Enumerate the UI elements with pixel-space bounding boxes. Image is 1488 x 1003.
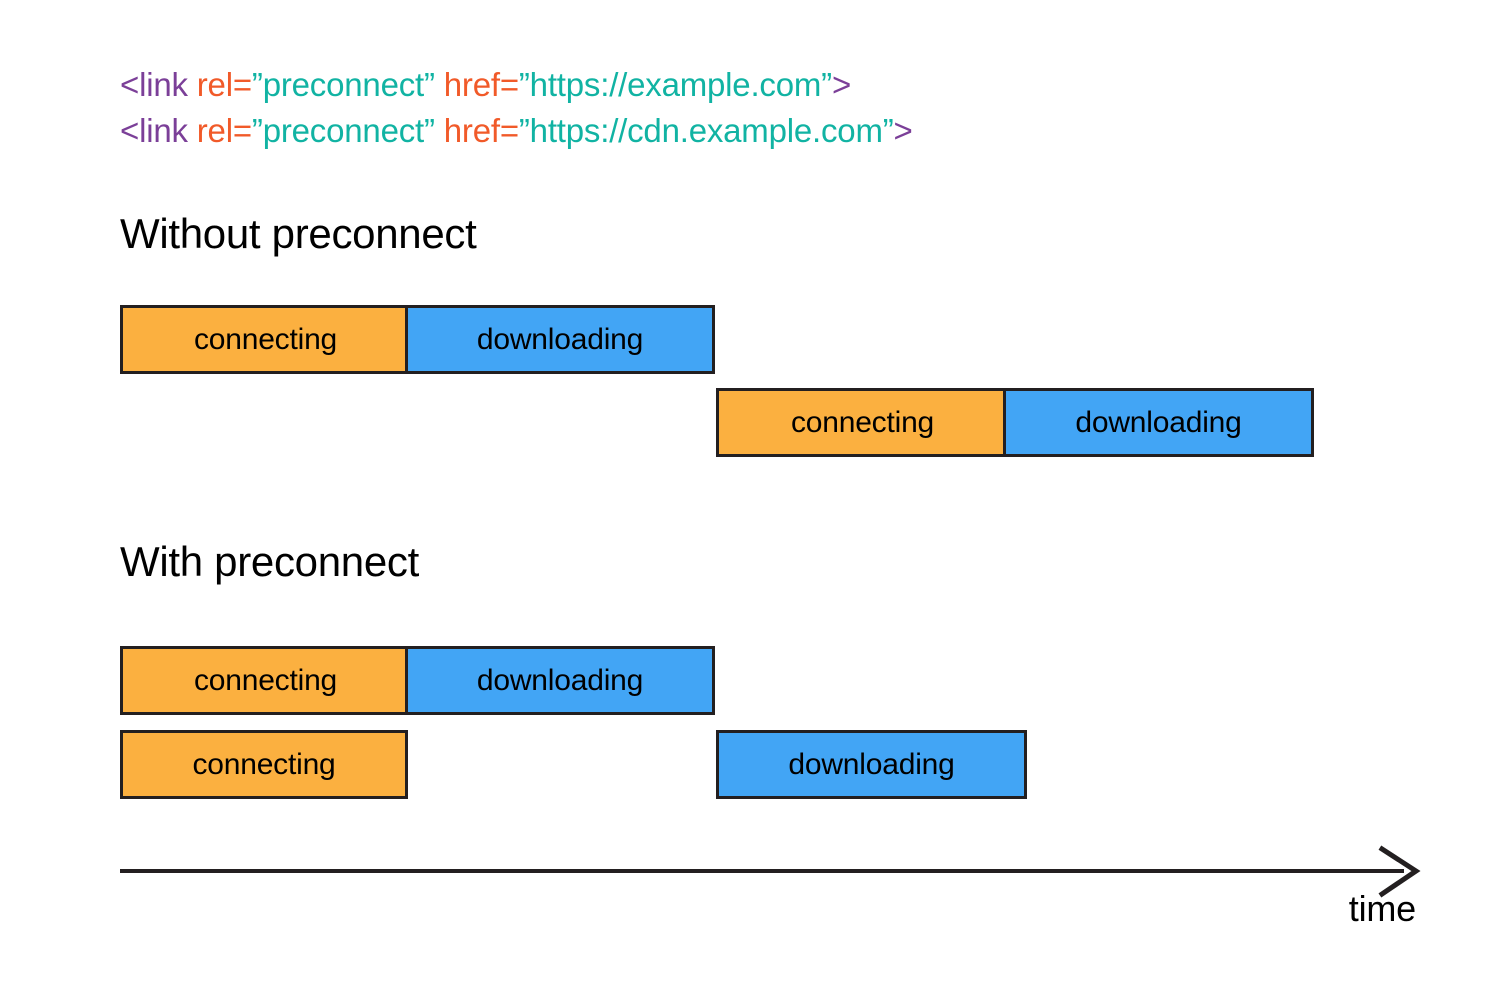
- time-axis-label: time: [1348, 888, 1416, 929]
- bar-segment-connecting: connecting: [120, 730, 408, 799]
- bar-segment-downloading: downloading: [716, 730, 1027, 799]
- bar-segment-connecting: connecting: [120, 646, 408, 715]
- bar-segment-downloading: downloading: [1003, 388, 1314, 457]
- code-token-tag-close: >: [831, 66, 852, 103]
- code-token-attribute-rel: rel=: [196, 112, 252, 149]
- code-token-tag-close: >: [893, 112, 913, 149]
- code-token-value-href: ”https://example.com”: [518, 66, 832, 103]
- code-token-attribute-href: href=: [443, 66, 519, 103]
- time-axis-arrow: [120, 845, 1421, 898]
- code-token-tag-open: <link: [120, 66, 197, 103]
- bar-segment-connecting: connecting: [716, 388, 1006, 457]
- bar-segment-connecting: connecting: [120, 305, 408, 374]
- section-heading-without-preconnect: Without preconnect: [120, 210, 477, 257]
- code-line-2: <link rel=”preconnect” href=”https://cdn…: [120, 108, 913, 154]
- bar-segment-downloading: downloading: [405, 646, 715, 715]
- code-token-value-rel: ”preconnect”: [251, 66, 444, 103]
- code-token-attribute-rel: rel=: [196, 66, 252, 103]
- code-token-value-rel: ”preconnect”: [251, 112, 444, 149]
- code-snippet: <link rel=”preconnect” href=”https://exa…: [120, 62, 913, 154]
- code-token-value-href: ”https://cdn.example.com”: [518, 112, 894, 149]
- bar-segment-downloading: downloading: [405, 305, 715, 374]
- code-token-tag-open: <link: [120, 112, 197, 149]
- section-heading-with-preconnect: With preconnect: [120, 538, 419, 585]
- code-line-1: <link rel=”preconnect” href=”https://exa…: [120, 62, 913, 108]
- code-token-attribute-href: href=: [443, 112, 519, 149]
